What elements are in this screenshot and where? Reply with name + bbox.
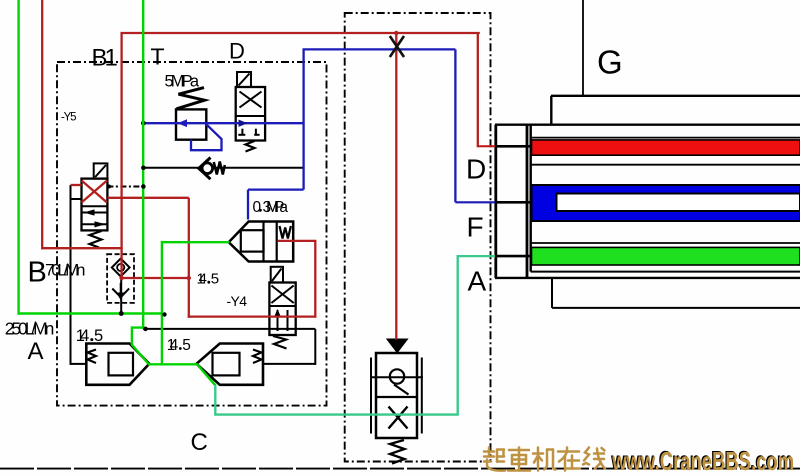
svg-text:-Y4: -Y4	[227, 293, 248, 309]
svg-text:www.CraneBBS.com: www.CraneBBS.com	[610, 445, 793, 475]
svg-text:-Y5: -Y5	[61, 111, 77, 123]
svg-text:250L/Mn: 250L/Mn	[5, 319, 55, 339]
svg-text:B: B	[28, 257, 47, 289]
svg-text:A: A	[468, 266, 487, 297]
svg-text:B: B	[92, 45, 108, 72]
svg-text:5: 5	[211, 271, 219, 288]
svg-text:14: 14	[167, 337, 179, 354]
svg-text:5MPa: 5MPa	[165, 73, 200, 91]
svg-text:T: T	[151, 44, 165, 70]
svg-text:5: 5	[94, 327, 103, 345]
svg-text:0: 0	[253, 199, 262, 216]
svg-text:www.CraneBBS.com: www.CraneBBS.com	[611, 446, 794, 476]
svg-text:C: C	[191, 429, 208, 456]
svg-text:D: D	[466, 154, 486, 185]
svg-text:A: A	[28, 338, 44, 365]
svg-text:1: 1	[105, 45, 118, 72]
svg-text:D: D	[229, 39, 245, 64]
svg-text:14: 14	[197, 271, 208, 288]
svg-text:3MPa: 3MPa	[263, 199, 289, 216]
svg-text:F: F	[467, 212, 484, 243]
svg-text:14: 14	[76, 327, 90, 345]
svg-text:5: 5	[182, 337, 191, 354]
svg-text:70L/Mn: 70L/Mn	[45, 261, 86, 280]
svg-text:G: G	[597, 44, 623, 81]
